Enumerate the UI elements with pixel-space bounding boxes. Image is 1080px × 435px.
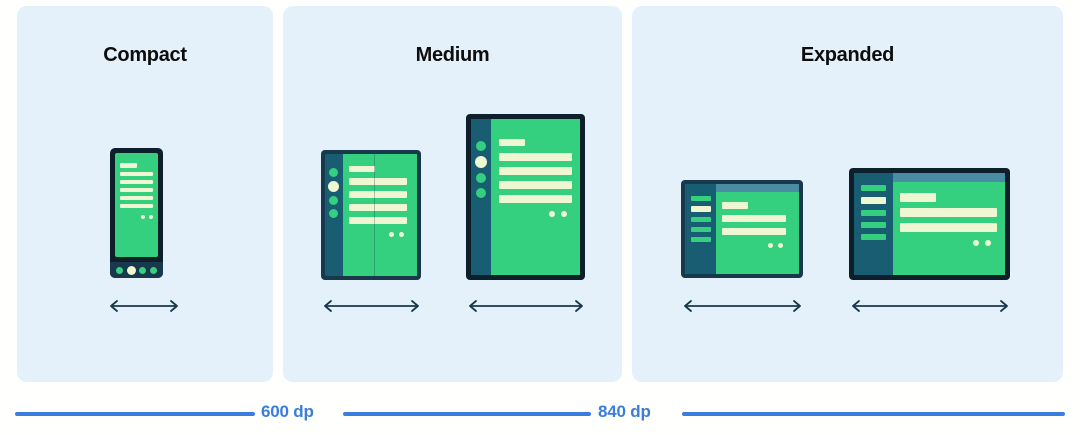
device-phone xyxy=(110,148,163,278)
device-foldable-open xyxy=(321,150,421,280)
fab-dot xyxy=(141,215,145,219)
nav-dot xyxy=(116,267,123,274)
content-line xyxy=(120,188,153,192)
fab-dot xyxy=(973,240,979,246)
foldable-screen xyxy=(343,154,417,276)
content-line xyxy=(349,204,407,211)
breakpoint-label-600: 600 dp xyxy=(261,402,314,421)
fab-dot xyxy=(985,240,991,246)
device-tablet-portrait xyxy=(466,114,585,280)
rail-item-active xyxy=(691,206,711,212)
panel-expanded: Expanded xyxy=(632,6,1063,382)
rail-item-active xyxy=(861,197,886,204)
width-arrow-landscape-large xyxy=(849,298,1011,318)
tablet-landscape-large-screen xyxy=(893,173,1005,275)
rail-item xyxy=(861,234,886,240)
fab-dot xyxy=(768,243,773,248)
rail-dot xyxy=(329,168,338,177)
breakpoint-rule: 600 dp 840 dp xyxy=(0,396,1080,432)
content-line xyxy=(900,208,997,217)
breakpoint-label-840: 840 dp xyxy=(598,402,651,421)
content-line xyxy=(499,153,572,161)
panel-medium: Medium xyxy=(283,6,622,382)
rule-segment-expanded xyxy=(682,412,1065,416)
panel-title-medium: Medium xyxy=(415,44,490,66)
content-line xyxy=(349,217,407,224)
rail-dot xyxy=(329,209,338,218)
content-line xyxy=(120,196,153,200)
content-line xyxy=(499,139,525,146)
content-line xyxy=(120,180,153,184)
panel-compact: Compact xyxy=(17,6,273,382)
content-line xyxy=(349,178,407,185)
nav-dot xyxy=(139,267,146,274)
rail-item xyxy=(861,210,886,216)
rail-item xyxy=(691,237,711,242)
tablet-nav-rail xyxy=(854,173,893,275)
app-top-bar xyxy=(893,173,1005,182)
content-line xyxy=(722,215,786,222)
content-line xyxy=(120,204,153,208)
tablet-nav-rail xyxy=(471,119,491,275)
rail-dot xyxy=(476,141,486,151)
rule-segment-compact xyxy=(15,412,255,416)
content-line xyxy=(499,181,572,189)
phone-bottom-nav xyxy=(110,262,163,278)
rail-dot xyxy=(476,173,486,183)
content-line xyxy=(900,223,997,232)
rail-item xyxy=(691,227,711,232)
foldable-nav-rail xyxy=(325,154,343,276)
fab-dot xyxy=(778,243,783,248)
fold-seam xyxy=(374,154,375,276)
width-arrow-foldable xyxy=(321,298,422,318)
panel-title-expanded: Expanded xyxy=(800,44,895,66)
nav-dot xyxy=(150,267,157,274)
content-line xyxy=(120,163,137,168)
rail-dot-active xyxy=(328,181,339,192)
width-arrow-phone xyxy=(107,298,181,318)
nav-dot-active xyxy=(127,266,136,275)
rule-segment-medium xyxy=(343,412,591,416)
fab-dot xyxy=(149,215,153,219)
device-tablet-landscape-large xyxy=(849,168,1010,280)
content-line xyxy=(499,195,572,203)
tablet-portrait-screen xyxy=(491,119,580,275)
rail-item xyxy=(691,217,711,222)
phone-screen xyxy=(115,153,158,257)
content-line xyxy=(722,202,748,209)
rail-item xyxy=(861,185,886,191)
device-tablet-landscape-small xyxy=(681,180,803,278)
rail-dot-active xyxy=(475,156,487,168)
fab-dot xyxy=(549,211,555,217)
rail-dot xyxy=(329,196,338,205)
width-arrow-landscape-small xyxy=(681,298,804,318)
rail-dot xyxy=(476,188,486,198)
content-line xyxy=(349,191,407,198)
content-line xyxy=(349,166,375,172)
width-arrow-tablet-portrait xyxy=(466,298,586,318)
content-line xyxy=(722,228,786,235)
panel-title-compact: Compact xyxy=(103,44,187,66)
content-line xyxy=(900,193,936,202)
fab-dot xyxy=(561,211,567,217)
tablet-landscape-small-screen xyxy=(716,184,799,274)
content-line xyxy=(120,172,153,176)
tablet-nav-rail xyxy=(685,184,716,274)
size-class-panels: Compact xyxy=(17,6,1063,382)
rail-item xyxy=(861,222,886,228)
content-line xyxy=(499,167,572,175)
app-top-bar xyxy=(716,184,799,192)
fab-dot xyxy=(399,232,404,237)
rail-item xyxy=(691,196,711,201)
fab-dot xyxy=(389,232,394,237)
